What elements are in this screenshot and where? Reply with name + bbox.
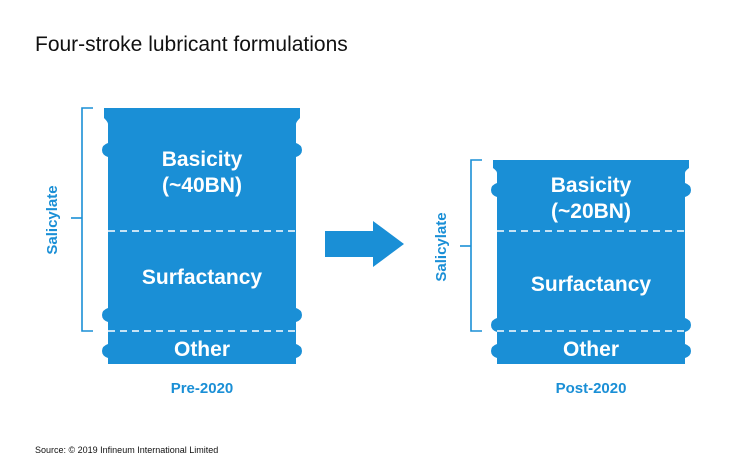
basicity-value: (~40BN)	[162, 174, 242, 197]
barrel-post-2020-body	[491, 160, 691, 364]
other-label: Other	[563, 338, 619, 361]
salicylate-bracket-pre-2020: Salicylate	[44, 107, 93, 332]
salicylate-label: Salicylate	[44, 185, 61, 254]
right-arrow-icon	[325, 221, 404, 267]
caption-pre-2020: Pre-2020	[171, 380, 234, 397]
bracket-line	[81, 107, 93, 332]
salicylate-label: Salicylate	[433, 212, 450, 281]
basicity-value: (~20BN)	[551, 200, 631, 223]
other-label: Other	[174, 338, 230, 361]
basicity-label: Basicity	[551, 174, 632, 197]
barrel-pre-2020-body	[102, 108, 302, 364]
basicity-label: Basicity	[162, 148, 243, 171]
diagram-title: Four-stroke lubricant formulations	[35, 33, 348, 56]
caption-post-2020: Post-2020	[556, 380, 627, 397]
bracket-line	[470, 159, 482, 332]
barrel-pre-2020: Basicity (~40BN) Surfactancy Other	[102, 108, 302, 364]
source-note: Source: © 2019 Infineum International Li…	[35, 445, 219, 455]
surfactancy-label: Surfactancy	[531, 273, 652, 296]
salicylate-bracket-post-2020: Salicylate	[433, 159, 482, 332]
surfactancy-label: Surfactancy	[142, 266, 263, 289]
barrel-post-2020: Basicity (~20BN) Surfactancy Other	[491, 160, 691, 364]
